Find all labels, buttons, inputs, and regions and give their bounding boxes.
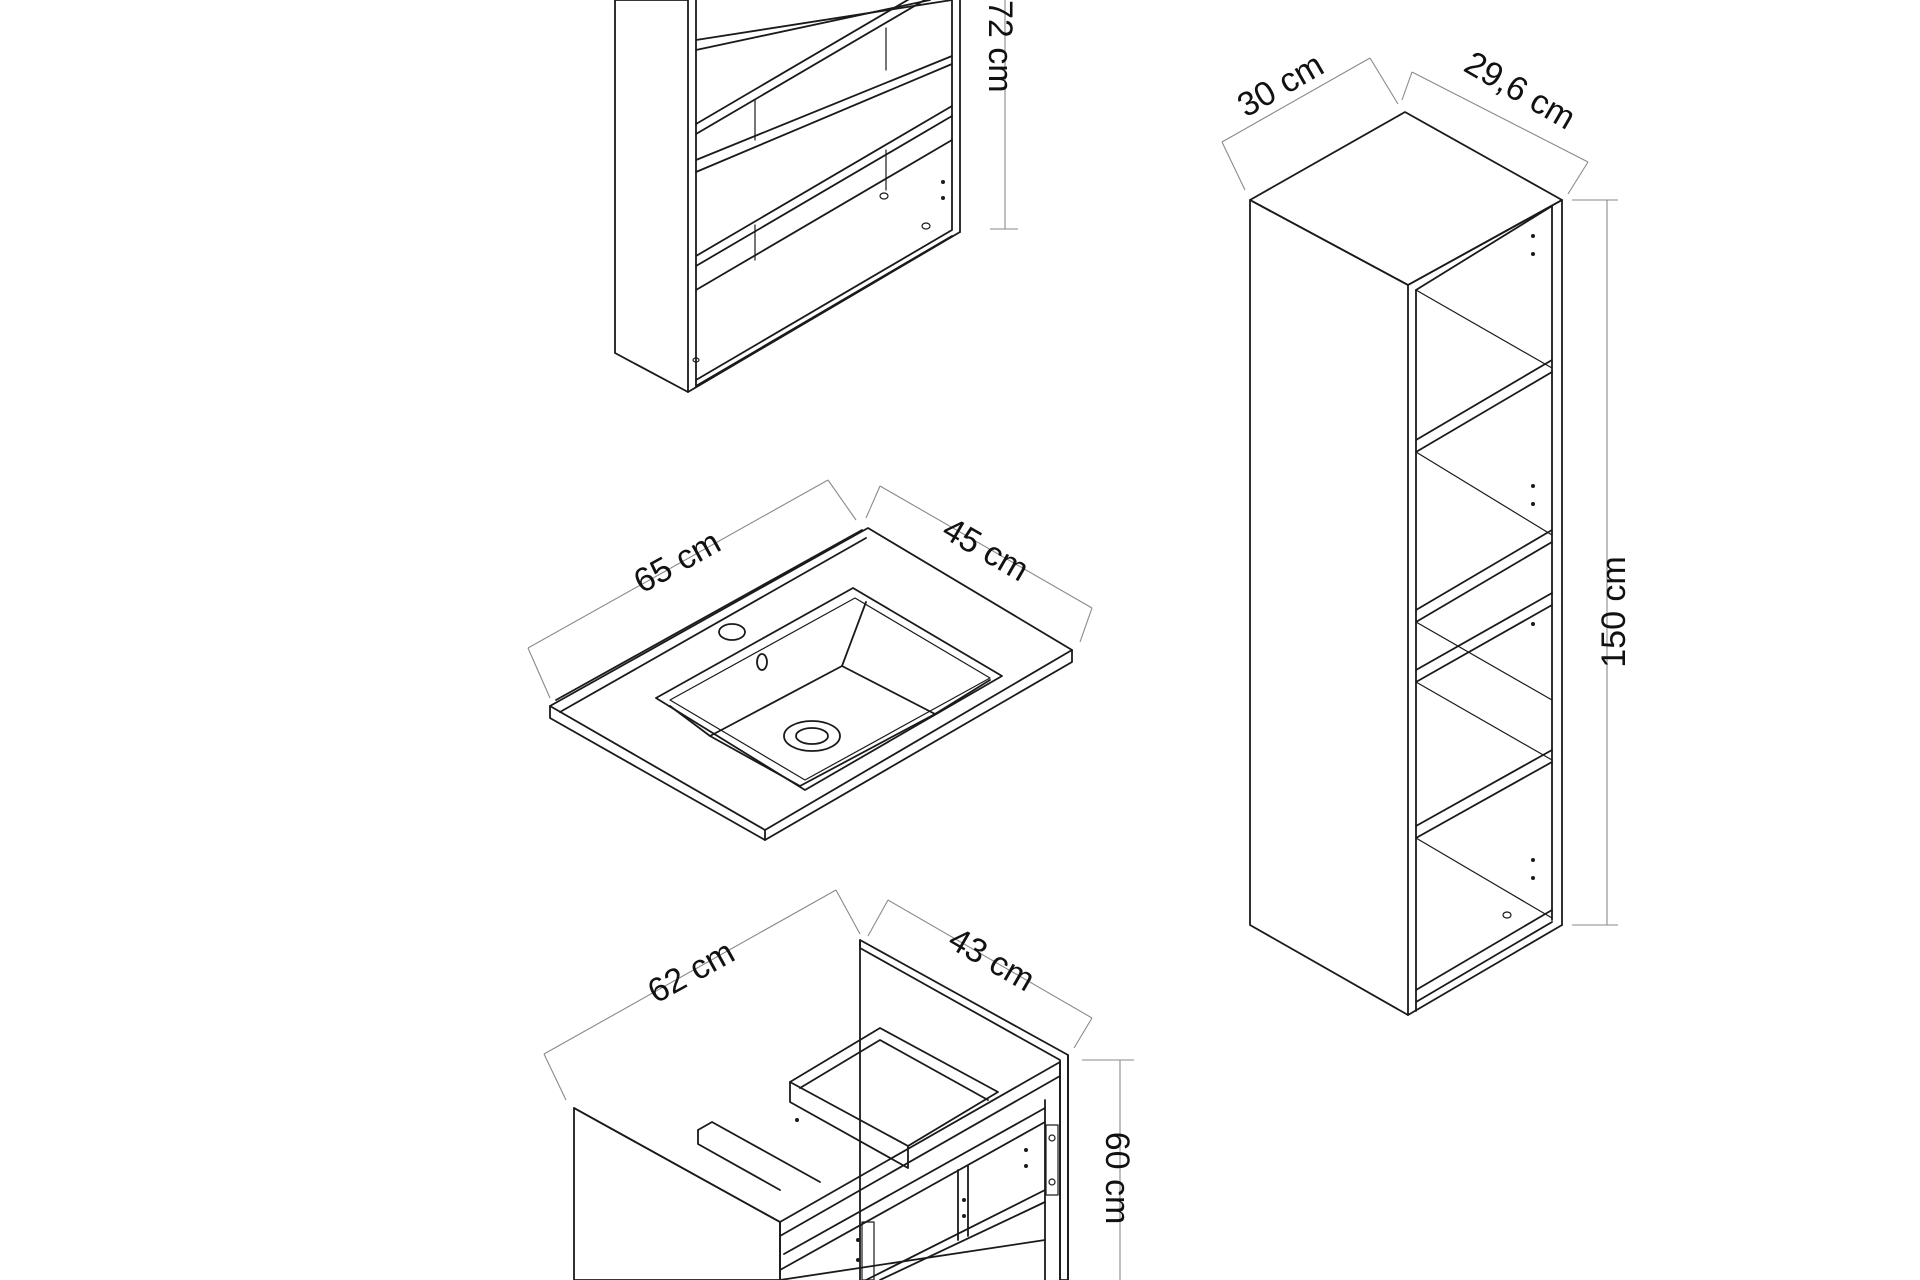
- mirror-cabinet-height-dimension: 72 cm: [981, 0, 1019, 230]
- tall-cabinet-depth-dimension: 29,6 cm: [1401, 44, 1589, 195]
- tap-hole-icon: [718, 623, 746, 641]
- tall-cabinet: [1249, 111, 1563, 1016]
- wall-cabinet: [614, 0, 961, 393]
- vanity-back-panel: [859, 939, 1069, 1280]
- tall-cabinet-height-label: 150 cm: [1595, 556, 1633, 668]
- vanity-height-dimension: 60 cm: [1082, 1059, 1136, 1280]
- tall-cabinet-side-panel: [1249, 199, 1409, 1016]
- washbasin-depth-dimension: 45 cm: [865, 485, 1093, 643]
- tall-cabinet-width-dimension: 30 cm: [1221, 46, 1399, 191]
- vanity-unit: [573, 939, 1069, 1280]
- washbasin-width-dimension: 65 cm: [527, 479, 857, 699]
- washbasin: [549, 527, 1073, 841]
- washbasin-bowl-rim: [655, 587, 1003, 791]
- vanity-depth-label: 43 cm: [942, 920, 1041, 999]
- vanity-depth-dimension: 43 cm: [867, 899, 1093, 1049]
- drain-icon: [783, 720, 841, 752]
- tall-cabinet-depth-label: 29,6 cm: [1458, 44, 1582, 137]
- vanity-side-panel: [573, 1107, 781, 1280]
- vanity-height-label: 60 cm: [1098, 1132, 1136, 1225]
- washbasin-width-label: 65 cm: [627, 523, 726, 601]
- vanity-width-label: 62 cm: [641, 933, 740, 1011]
- tall-cabinet-top: [1249, 111, 1563, 286]
- tall-cabinet-width-label: 30 cm: [1231, 46, 1330, 125]
- mirror-cabinet-height-label: 72 cm: [981, 0, 1019, 93]
- wall-cabinet-side-panel: [614, 0, 689, 393]
- tall-cabinet-height-dimension: 150 cm: [1572, 199, 1633, 926]
